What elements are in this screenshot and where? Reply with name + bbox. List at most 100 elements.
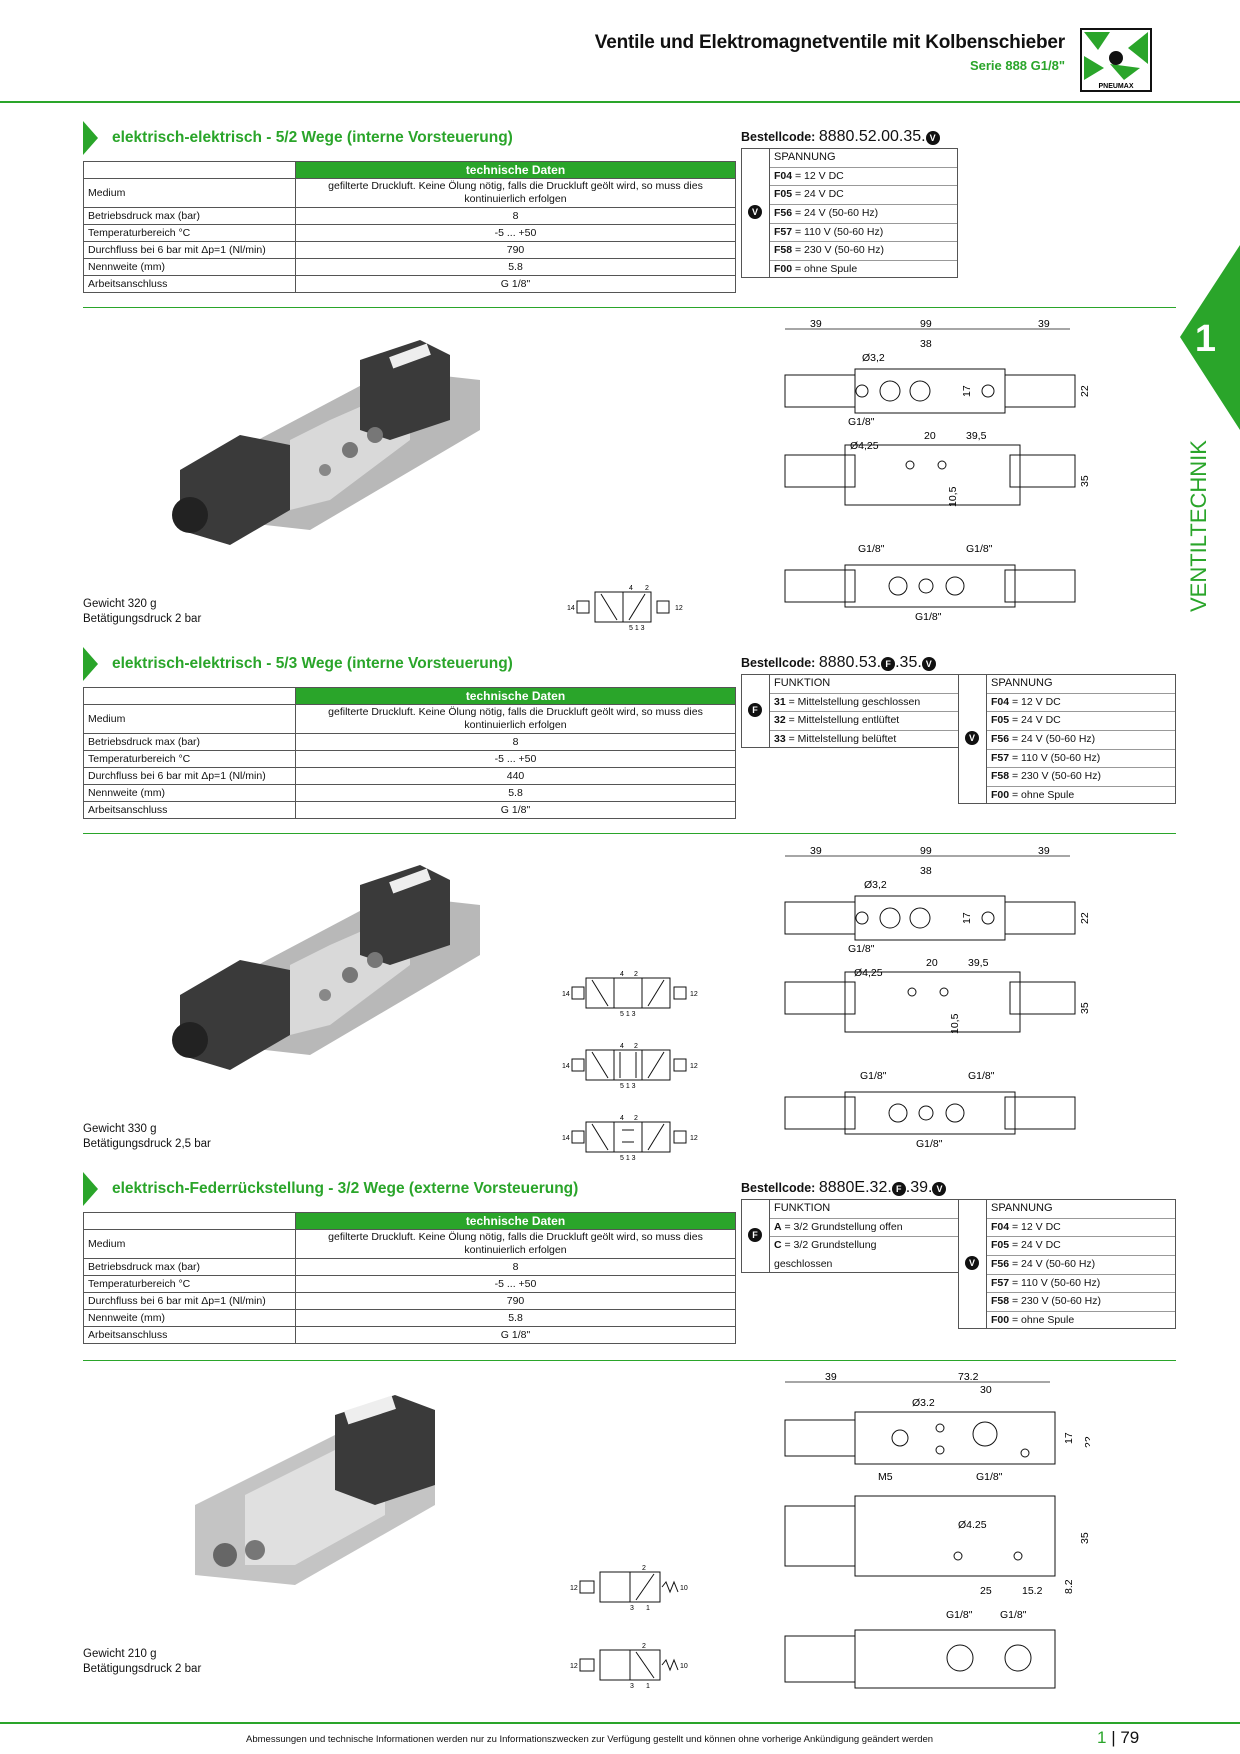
svg-text:12: 12 xyxy=(690,991,698,998)
order-code-32: Bestellcode: 8880E.32.F.39.V xyxy=(741,1179,947,1197)
svg-text:30: 30 xyxy=(980,1384,992,1396)
svg-text:10,5: 10,5 xyxy=(949,1013,961,1034)
svg-text:G1/8": G1/8" xyxy=(916,1138,943,1150)
svg-text:12: 12 xyxy=(690,1063,698,1070)
section-divider xyxy=(83,1360,1176,1361)
svg-text:10: 10 xyxy=(680,1585,688,1592)
svg-text:22: 22 xyxy=(1083,1436,1090,1448)
arrow-right-icon xyxy=(83,647,98,681)
svg-text:G1/8": G1/8" xyxy=(976,1471,1003,1483)
svg-text:5 1 3: 5 1 3 xyxy=(620,1155,636,1162)
function-mark-icon: F xyxy=(881,656,896,671)
section-title-52: elektrisch-elektrisch - 5/2 Wege (intern… xyxy=(83,121,513,155)
footer-disclaimer: Abmessungen und technische Informationen… xyxy=(246,1734,934,1745)
svg-text:2: 2 xyxy=(634,1115,638,1122)
svg-text:4: 4 xyxy=(629,585,633,592)
chapter-number: 1 xyxy=(1194,318,1216,360)
function-mark-icon: F xyxy=(748,703,762,717)
svg-text:2: 2 xyxy=(634,1043,638,1050)
function-mark-icon: F xyxy=(891,1181,906,1196)
svg-text:12: 12 xyxy=(570,1663,578,1670)
svg-text:35: 35 xyxy=(1079,1002,1090,1014)
arrow-right-icon xyxy=(83,121,98,155)
svg-text:G1/8": G1/8" xyxy=(946,1609,973,1621)
valve-symbol-52: 14 12 4 2 5 1 3 xyxy=(567,585,683,632)
order-code-53: Bestellcode: 8880.53.F.35.V xyxy=(741,654,936,672)
svg-text:2: 2 xyxy=(634,971,638,978)
svg-text:39,5: 39,5 xyxy=(966,430,987,442)
voltage-options-32: V SPANNUNG F04 = 12 V DC F05 = 24 V DC F… xyxy=(958,1199,1176,1329)
svg-text:Ø3.2: Ø3.2 xyxy=(912,1397,935,1409)
svg-text:17: 17 xyxy=(961,912,973,924)
voltage-mark-icon: V xyxy=(965,731,979,745)
function-options-32: F FUNKTION A = 3/2 Grundstellung offen C… xyxy=(741,1199,959,1273)
svg-text:99: 99 xyxy=(920,845,932,857)
svg-text:14: 14 xyxy=(567,605,575,612)
voltage-options-53: V SPANNUNG F04 = 12 V DC F05 = 24 V DC F… xyxy=(958,674,1176,804)
svg-text:3: 3 xyxy=(630,1683,634,1690)
svg-text:39: 39 xyxy=(810,845,822,857)
valve-symbol-32-C: 12 10 2 3 1 xyxy=(570,1643,688,1690)
svg-text:38: 38 xyxy=(920,338,932,350)
svg-text:39: 39 xyxy=(825,1371,837,1383)
section-title-53: elektrisch-elektrisch - 5/3 Wege (intern… xyxy=(83,647,513,681)
weight-info-52: Gewicht 320 g Betätigungsdruck 2 bar xyxy=(83,598,202,625)
svg-text:12: 12 xyxy=(690,1135,698,1142)
svg-text:G1/8": G1/8" xyxy=(1000,1609,1027,1621)
svg-text:3: 3 xyxy=(630,1605,634,1612)
svg-text:2: 2 xyxy=(645,585,649,592)
weight-info-53: Gewicht 330 g Betätigungsdruck 2,5 bar xyxy=(83,1123,211,1150)
svg-text:14: 14 xyxy=(562,1135,570,1142)
svg-text:12: 12 xyxy=(570,1585,578,1592)
svg-text:4: 4 xyxy=(620,971,624,978)
svg-text:25: 25 xyxy=(980,1585,992,1597)
svg-text:G1/8": G1/8" xyxy=(848,416,875,428)
svg-text:22: 22 xyxy=(1079,385,1090,397)
dimension-drawing-52: 39 99 39 38 Ø3,2 17 22 G1/8" 20 39,5 Ø4,… xyxy=(784,318,1090,623)
svg-text:2: 2 xyxy=(642,1643,646,1650)
svg-text:10,5: 10,5 xyxy=(947,486,959,507)
voltage-mark-icon: V xyxy=(932,1181,947,1196)
dimension-drawing-53: 39 99 39 38 Ø3,2 17 22 G1/8" 20 39,5 Ø4,… xyxy=(784,845,1090,1150)
voltage-mark-icon: V xyxy=(921,656,936,671)
svg-text:20: 20 xyxy=(926,957,938,969)
section-divider xyxy=(83,307,1176,308)
header-divider xyxy=(0,101,1240,103)
svg-text:73.2: 73.2 xyxy=(958,1371,979,1383)
svg-text:39: 39 xyxy=(1038,318,1050,330)
svg-text:35: 35 xyxy=(1079,1532,1090,1544)
svg-text:Ø4.25: Ø4.25 xyxy=(958,1519,987,1531)
valve-photo-53 xyxy=(172,865,480,1070)
series-subtitle: Serie 888 G1/8" xyxy=(969,58,1065,73)
svg-text:12: 12 xyxy=(675,605,683,612)
svg-text:G1/8": G1/8" xyxy=(968,1070,995,1082)
function-options-53: F FUNKTION 31 = Mittelstellung geschloss… xyxy=(741,674,959,748)
order-code-52: Bestellcode: 8880.52.00.35.V xyxy=(741,128,940,146)
svg-text:35: 35 xyxy=(1079,475,1090,487)
arrow-right-icon xyxy=(83,1172,98,1206)
logo-text: PNEUMAX xyxy=(1098,83,1133,90)
svg-text:M5: M5 xyxy=(878,1471,893,1483)
page-number: 1 | 79 xyxy=(1097,1728,1140,1747)
valve-symbol-32-A: 12 10 2 3 1 xyxy=(570,1565,688,1612)
section-title-32: elektrisch-Federrückstellung - 3/2 Wege … xyxy=(83,1172,578,1206)
svg-text:G1/8": G1/8" xyxy=(860,1070,887,1082)
function-mark-icon: F xyxy=(748,1228,762,1242)
valve-symbol-53-31: 14 12 4 2 5 1 3 xyxy=(562,971,698,1018)
svg-text:22: 22 xyxy=(1079,912,1090,924)
svg-text:15.2: 15.2 xyxy=(1022,1585,1043,1597)
svg-text:G1/8": G1/8" xyxy=(858,543,885,555)
svg-text:G1/8": G1/8" xyxy=(848,943,875,955)
valve-photo-52 xyxy=(172,340,480,545)
svg-text:5 1 3: 5 1 3 xyxy=(620,1011,636,1018)
valve-symbol-53-32: 14 12 4 2 5 1 3 xyxy=(562,1043,698,1090)
chapter-tab xyxy=(1180,245,1240,430)
pneumax-logo: PNEUMAX xyxy=(1080,28,1152,92)
valve-symbol-53-33: 14 12 4 2 5 1 3 xyxy=(562,1115,698,1162)
svg-text:38: 38 xyxy=(920,865,932,877)
svg-text:20: 20 xyxy=(924,430,936,442)
voltage-options-52: V SPANNUNG F04 = 12 V DC F05 = 24 V DC F… xyxy=(741,148,958,278)
